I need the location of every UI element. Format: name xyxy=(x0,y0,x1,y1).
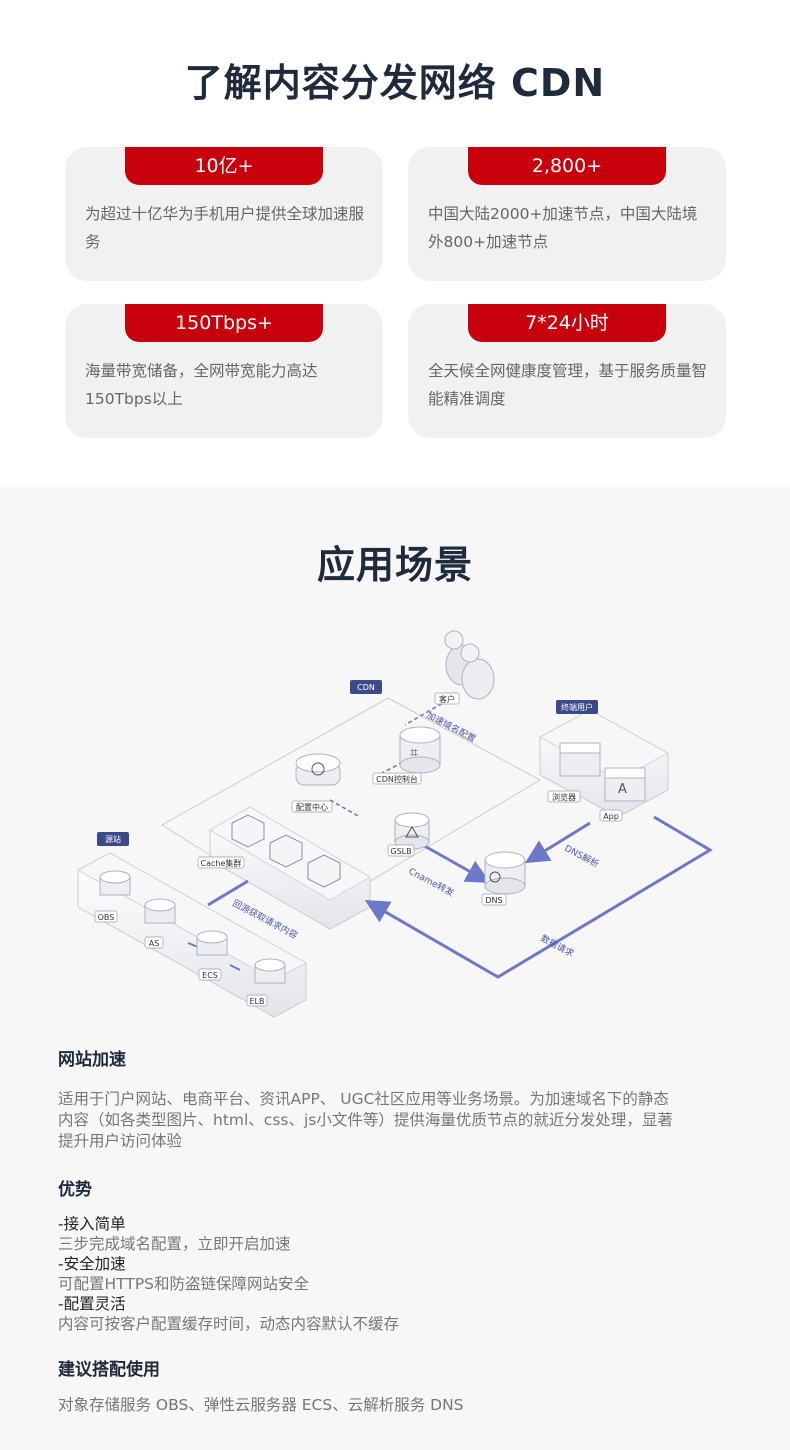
stat-card-nodes: 2,800+ 中国大陆2000+加速节点，中国大陆境外800+加速节点 xyxy=(408,147,726,281)
stat-desc: 中国大陆2000+加速节点，中国大陆境外800+加速节点 xyxy=(428,205,698,251)
stat-badge: 10亿+ xyxy=(125,147,323,185)
scenario-title: 应用场景 xyxy=(316,543,473,587)
config-center-icon xyxy=(295,753,341,786)
as-label: AS xyxy=(149,939,160,948)
obs-label: OBS xyxy=(98,913,115,922)
gslb-icon xyxy=(394,812,430,850)
advantage-item-desc: 三步完成域名配置，立即开启加速 xyxy=(58,1235,291,1253)
stat-desc: 为超过十亿华为手机用户提供全球加速服务 xyxy=(85,205,365,251)
flow-cname-label: Cname转发 xyxy=(407,865,457,899)
stat-card-users: 10亿+ 为超过十亿华为手机用户提供全球加速服务 xyxy=(65,147,383,281)
site-accel-desc-line: 适用于门户网站、电商平台、资讯APP、 UGC社区应用等业务场景。为加速域名下的… xyxy=(58,1090,669,1108)
data-request-arrow xyxy=(364,815,713,979)
ecs-icon xyxy=(196,930,228,956)
cdn-tag-label: CDN xyxy=(357,683,375,692)
stat-desc: 海量带宽储备，全网带宽能力高达150Tbps以上 xyxy=(85,362,318,408)
intro-title: 了解内容分发网络 CDN xyxy=(184,61,606,105)
app-label: App xyxy=(603,812,619,821)
stat-desc: 全天候全网健康度管理，基于服务质量智能精准调度 xyxy=(428,362,708,408)
cache-server-icon xyxy=(231,814,341,888)
dns-icon xyxy=(484,851,526,895)
scenario-section: 应用场景 xyxy=(0,487,790,1450)
site-accel-desc-line: 提升用户访问体验 xyxy=(58,1132,183,1150)
stat-badge: 2,800+ xyxy=(468,147,666,185)
flow-data-request-label: 数据请求 xyxy=(539,932,576,960)
intro-section: 了解内容分发网络 CDN 10亿+ 为超过十亿华为手机用户提供全球加速服务 2,… xyxy=(0,0,790,487)
stat-card-bandwidth: 150Tbps+ 海量带宽储备，全网带宽能力高达150Tbps以上 xyxy=(65,304,383,438)
browser-label: 浏览器 xyxy=(552,792,576,802)
stat-badge: 7*24小时 xyxy=(468,304,666,342)
cdn-architecture-diagram: 客户 ⌗ CDN控制台 配置中心 GSLB Cache集群 DNS xyxy=(76,630,713,1018)
advantage-heading: 优势 xyxy=(58,1180,92,1200)
dns-resolve-arrow xyxy=(524,821,591,864)
obs-icon xyxy=(99,870,131,896)
customer-icon xyxy=(444,630,495,700)
svg-text:⌗: ⌗ xyxy=(410,745,418,761)
source-station-group xyxy=(76,852,308,1018)
as-icon xyxy=(144,898,176,924)
source-tag xyxy=(97,832,129,846)
browser-icon xyxy=(559,742,601,777)
site-accel-desc: 适用于门户网站、电商平台、资讯APP、 UGC社区应用等业务场景。为加速域名下的… xyxy=(58,1089,738,1152)
cdn-console-label: CDN控制台 xyxy=(376,774,418,784)
config-center-label: 配置中心 xyxy=(296,802,328,812)
source-tag-label: 源站 xyxy=(105,834,121,844)
end-user-tag-label: 终端用户 xyxy=(561,702,593,712)
customer-label: 客户 xyxy=(439,694,455,704)
stat-badge: 150Tbps+ xyxy=(125,304,323,342)
dns-label: DNS xyxy=(485,896,502,905)
site-accel-desc-line: 内容（如各类型图片、html、css、js小文件等）提供海量优质节点的就近分发处… xyxy=(58,1111,673,1129)
advantage-list: -接入简单 三步完成域名配置，立即开启加速 -安全加速 可配置HTTPS和防盗链… xyxy=(58,1214,399,1334)
advantage-item-title: -安全加速 xyxy=(58,1255,126,1273)
advantage-item-title: -接入简单 xyxy=(58,1215,126,1233)
recommend-heading: 建议搭配使用 xyxy=(58,1360,160,1380)
end-user-tag xyxy=(556,700,598,714)
svg-text:A: A xyxy=(618,782,627,797)
site-accel-heading: 网站加速 xyxy=(58,1050,126,1070)
advantage-item-title: -配置灵活 xyxy=(58,1295,126,1313)
advantage-item-desc: 可配置HTTPS和防盗链保障网站安全 xyxy=(58,1275,310,1293)
ecs-label: ECS xyxy=(202,971,218,980)
back-to-origin-arrow xyxy=(207,879,249,907)
app-icon: A xyxy=(604,767,646,802)
gslb-label: GSLB xyxy=(390,847,411,856)
cdn-console-icon: ⌗ xyxy=(399,726,441,774)
cache-cluster-label: Cache集群 xyxy=(201,858,242,868)
flow-dns-resolve-label: DNS解析 xyxy=(563,842,602,870)
stat-card-availability: 7*24小时 全天候全网健康度管理，基于服务质量智能精准调度 xyxy=(408,304,726,438)
recommend-desc: 对象存储服务 OBS、弹性云服务器 ECS、云解析服务 DNS xyxy=(58,1396,464,1414)
elb-label: ELB xyxy=(250,997,265,1006)
advantage-item-desc: 内容可按客户配置缓存时间，动态内容默认不缓存 xyxy=(58,1315,400,1333)
cdn-tag xyxy=(350,680,382,694)
elb-icon xyxy=(254,958,286,984)
